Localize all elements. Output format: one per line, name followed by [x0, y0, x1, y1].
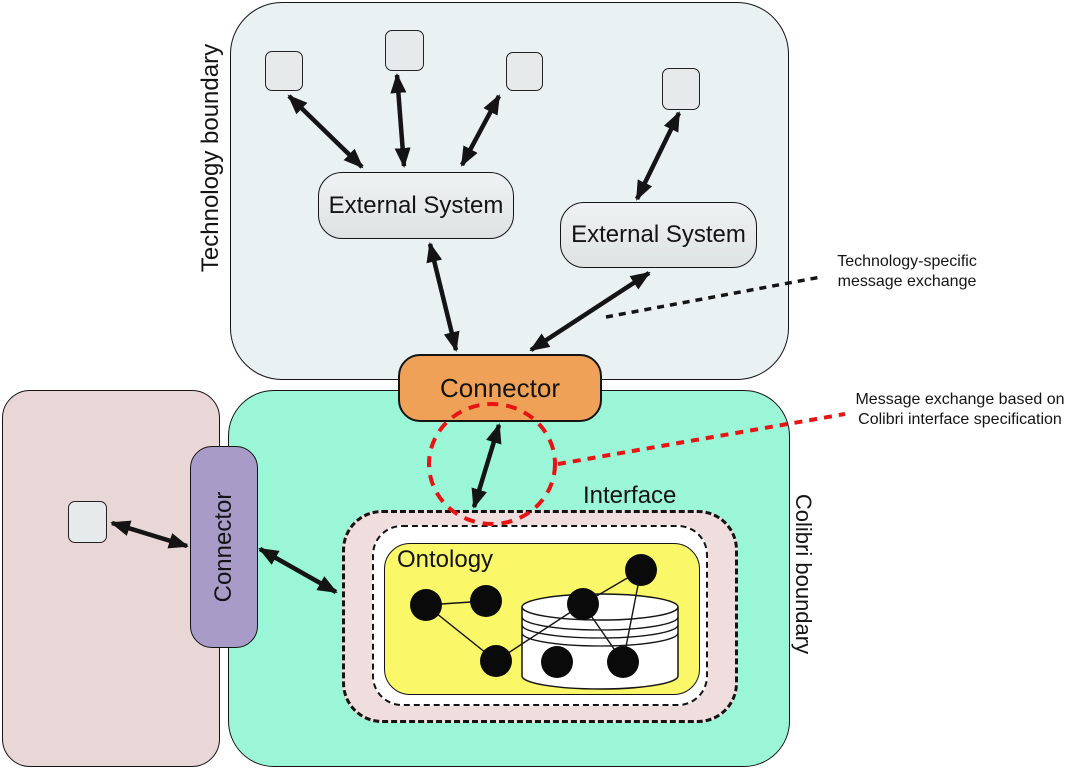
legacy-connector-label: Connector [210, 491, 237, 603]
external-system-1-label: External System [328, 191, 504, 219]
component-square-icon [68, 501, 107, 543]
technology-connector: Connector [398, 354, 602, 422]
component-square-icon [506, 52, 543, 91]
external-system-1: External System [318, 172, 514, 239]
technology-boundary-label: Technology boundary [197, 43, 224, 273]
technology-annotation: Technology-specific message exchange [796, 252, 1018, 293]
interface-label: Interface [583, 482, 677, 509]
legacy-connector [190, 446, 258, 648]
colibri-boundary-label: Colibri boundary [791, 493, 816, 655]
component-square-icon [385, 30, 424, 71]
technology-connector-label: Connector [440, 372, 560, 403]
component-square-icon [662, 68, 700, 110]
external-system-2-label: External System [571, 221, 746, 248]
colibri-annotation-line1: Message exchange based on [855, 391, 1065, 408]
colibri-annotation-line2: Colibri interface specification [858, 411, 1062, 429]
technology-annotation-line1: Technology-specific [837, 253, 977, 270]
colibri-annotation: Message exchange based on Colibri interf… [844, 390, 1073, 431]
ontology-label: Ontology [397, 546, 494, 573]
technology-annotation-line2: message exchange [837, 273, 977, 291]
component-square-icon [265, 51, 303, 91]
external-system-2: External System [560, 202, 757, 268]
legacy-system-box [2, 390, 220, 767]
